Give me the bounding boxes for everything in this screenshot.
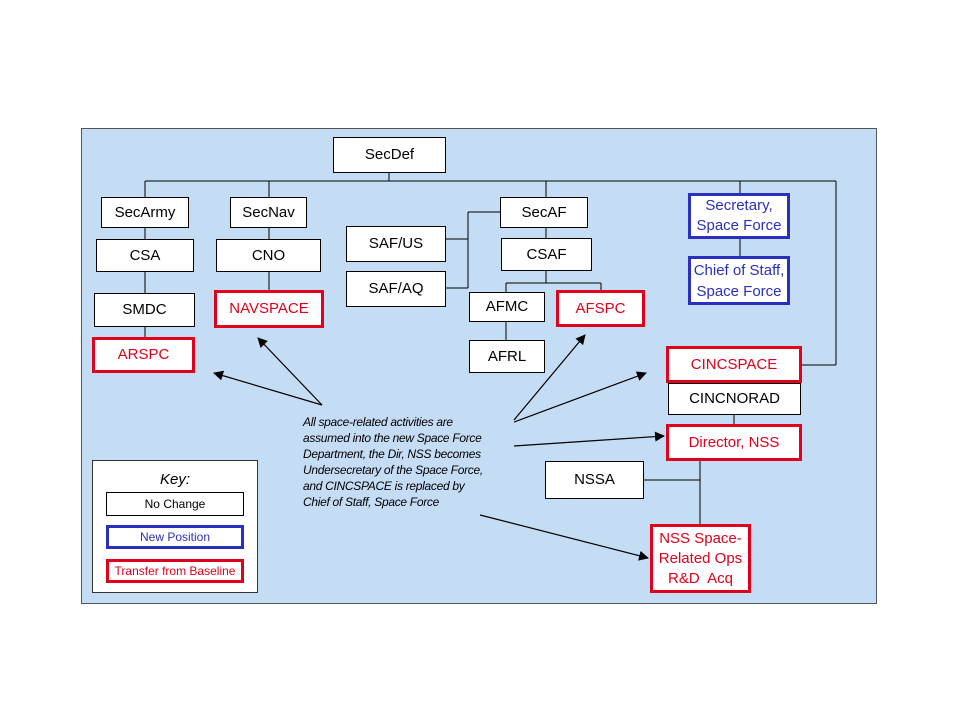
node-cno: CNO bbox=[216, 239, 321, 272]
node-saf-aq: SAF/AQ bbox=[346, 271, 446, 307]
node-csa: CSA bbox=[96, 239, 194, 272]
node-arspc: ARSPC bbox=[92, 337, 195, 373]
node-secnav: SecNav bbox=[230, 197, 307, 228]
note-line: assumed into the new Space Force bbox=[303, 431, 482, 445]
node-nss-ops-line1: NSS Space- bbox=[659, 529, 742, 547]
note-line: and CINCSPACE is replaced by bbox=[303, 479, 465, 493]
legend-key: Key: No Change New Position Transfer fro… bbox=[92, 460, 258, 593]
legend-new-position: New Position bbox=[106, 525, 244, 549]
node-secretary-space-force: Secretary, Space Force bbox=[688, 193, 790, 239]
note-line: Undersecretary of the Space Force, bbox=[303, 463, 483, 477]
node-chief-of-staff-line2: Space Force bbox=[696, 282, 782, 300]
node-afrl: AFRL bbox=[469, 340, 545, 373]
node-afspc: AFSPC bbox=[556, 290, 645, 327]
legend-title: Key: bbox=[159, 471, 190, 488]
node-secretary-space-force-line2: Space Force bbox=[696, 217, 782, 234]
node-nssa: NSSA bbox=[545, 461, 644, 499]
node-secarmy: SecArmy bbox=[101, 197, 189, 228]
node-secretary-space-force-line1: Secretary, bbox=[705, 197, 773, 214]
note-line: Chief of Staff, Space Force bbox=[303, 495, 439, 509]
node-nss-ops-line3: R&D Acq bbox=[667, 569, 734, 587]
node-navspace: NAVSPACE bbox=[214, 290, 324, 328]
node-chief-of-staff-space-force: Chief of Staff, Space Force bbox=[688, 256, 790, 305]
node-cincspace: CINCSPACE bbox=[666, 346, 802, 383]
node-smdc: SMDC bbox=[94, 293, 195, 327]
legend-transfer-from-baseline: Transfer from Baseline bbox=[106, 559, 244, 583]
node-cincnorad: CINCNORAD bbox=[668, 383, 801, 415]
node-csaf: CSAF bbox=[501, 238, 592, 271]
node-nss-space-related-ops: NSS Space- Related Ops R&D Acq bbox=[650, 524, 751, 593]
node-chief-of-staff-line1: Chief of Staff, bbox=[693, 261, 785, 279]
node-director-nss: Director, NSS bbox=[666, 424, 802, 461]
node-secdef: SecDef bbox=[333, 137, 446, 173]
explanatory-note: All space-related activities are assumed… bbox=[303, 414, 513, 510]
legend-no-change: No Change bbox=[106, 492, 244, 516]
node-nss-ops-line2: Related Ops bbox=[658, 549, 743, 567]
node-afmc: AFMC bbox=[469, 292, 545, 322]
node-saf-us: SAF/US bbox=[346, 226, 446, 262]
note-line: Department, the Dir, NSS becomes bbox=[303, 447, 481, 461]
node-secaf: SecAF bbox=[500, 197, 588, 228]
note-line: All space-related activities are bbox=[303, 415, 453, 429]
